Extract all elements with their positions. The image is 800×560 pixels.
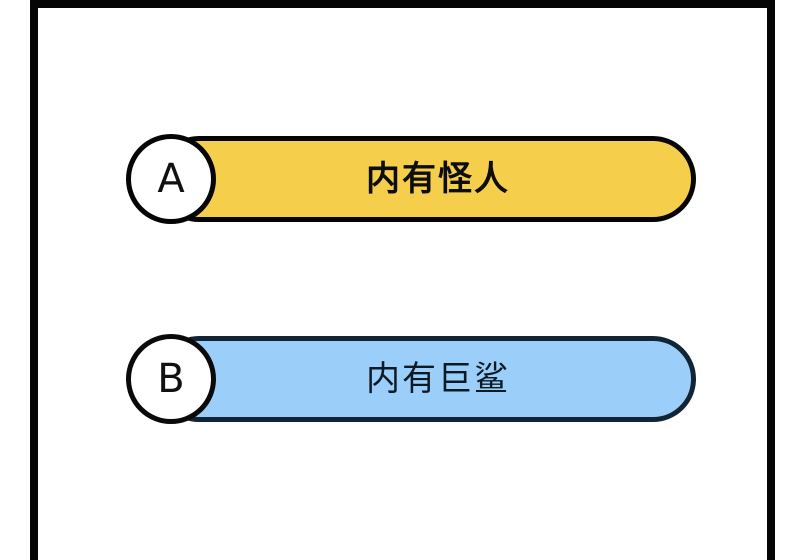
choice-badge-letter-b: B	[157, 356, 185, 402]
choice-option-b[interactable]: 内有巨鲨 B	[126, 334, 696, 424]
choice-pill-a[interactable]: 内有怪人	[156, 136, 696, 222]
choice-options-list: 内有怪人 A 内有巨鲨 B	[38, 8, 767, 560]
screen-root: 内有怪人 A 内有巨鲨 B	[30, 0, 775, 560]
choice-badge-letter-a: A	[157, 156, 185, 202]
choice-pill-b[interactable]: 内有巨鲨	[156, 336, 696, 422]
content-panel: 内有怪人 A 内有巨鲨 B	[30, 0, 775, 560]
choice-option-a[interactable]: 内有怪人 A	[126, 134, 696, 224]
choice-label-b: 内有巨鲨	[366, 359, 510, 399]
choice-badge-a[interactable]: A	[126, 134, 216, 224]
choice-label-a: 内有怪人	[366, 159, 510, 199]
choice-badge-b[interactable]: B	[126, 334, 216, 424]
